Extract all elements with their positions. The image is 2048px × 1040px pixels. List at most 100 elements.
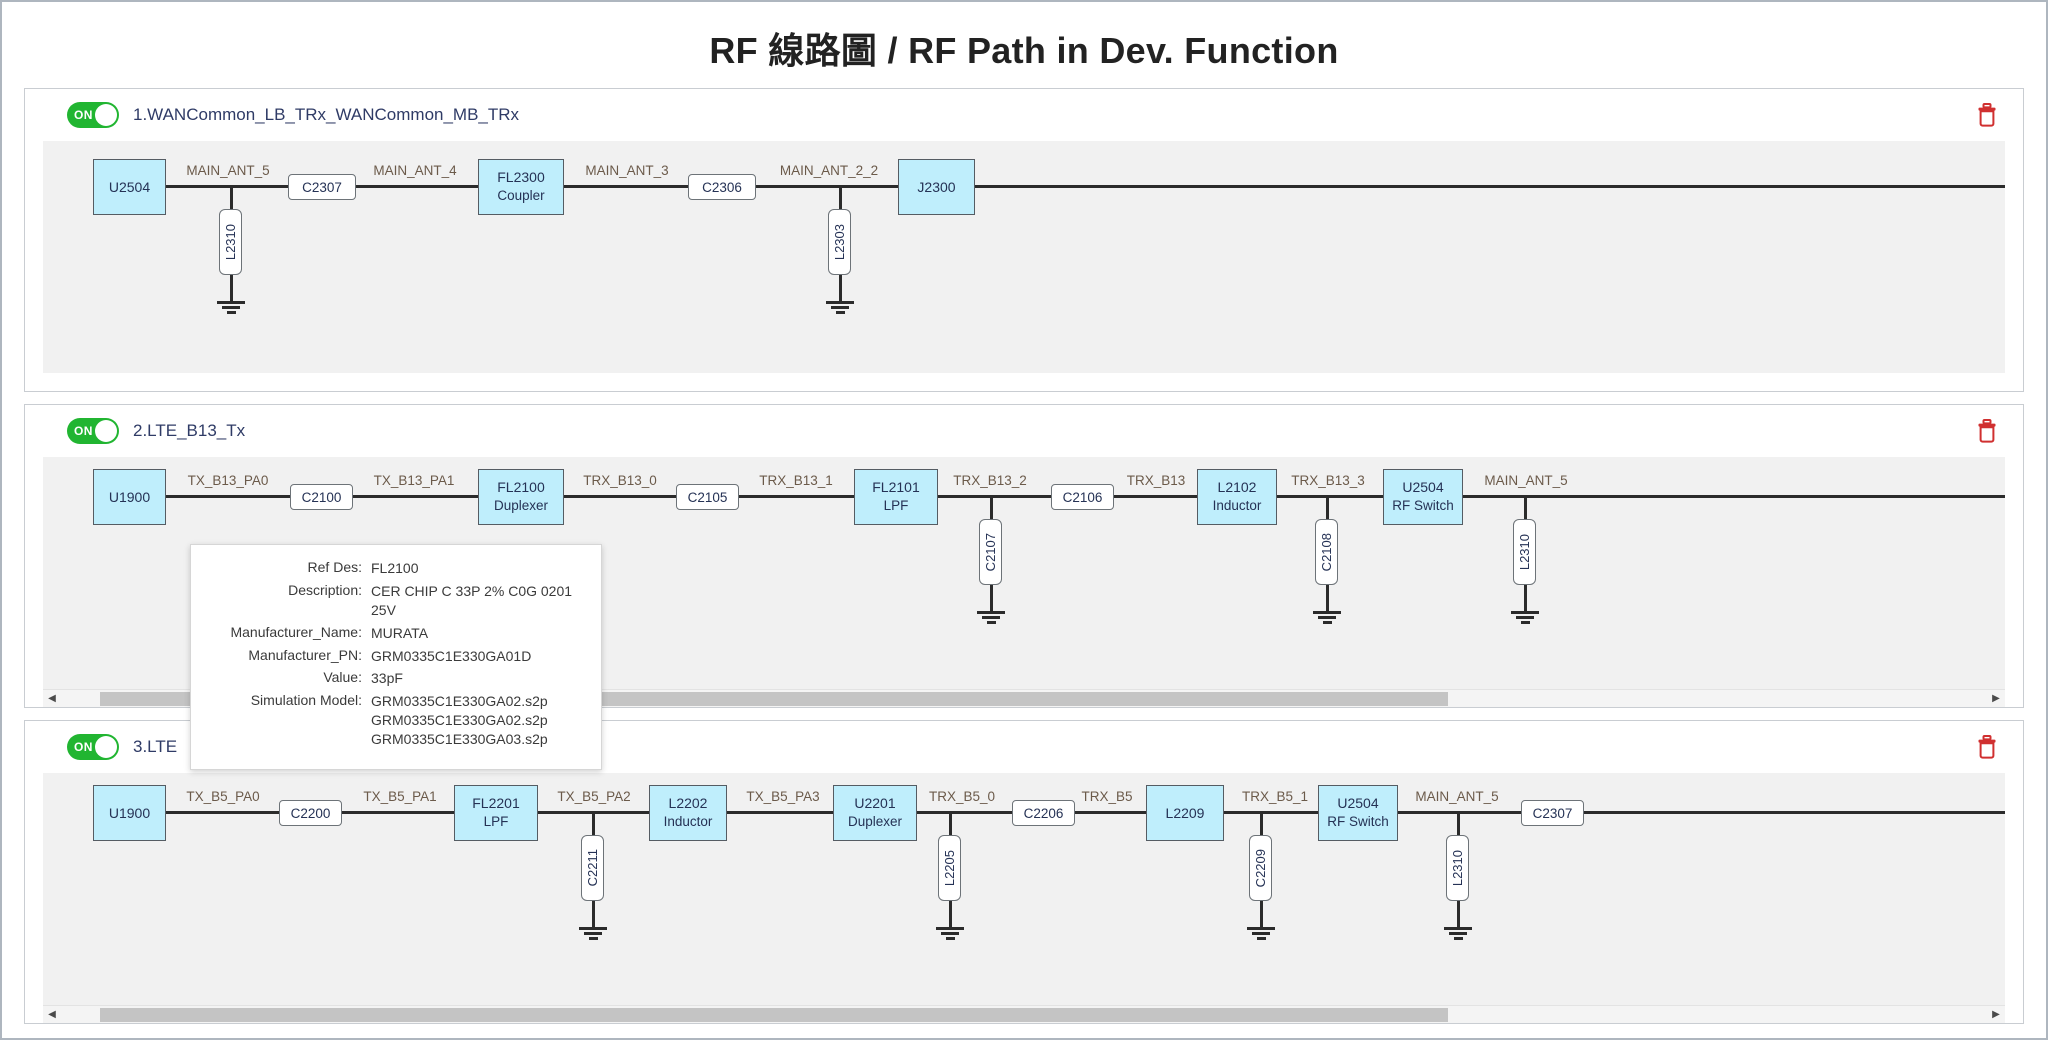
- shunt-refdes: C2107: [983, 532, 998, 572]
- net-label: TX_B13_PA1: [373, 473, 455, 488]
- component-type: Duplexer: [493, 498, 549, 514]
- tooltip-value-line: CER CHIP C 33P 2% C0G 0201: [371, 582, 573, 599]
- toggle-knob: [95, 104, 117, 126]
- net-label: MAIN_ANT_5: [186, 163, 270, 178]
- net-label: MAIN_ANT_5: [1484, 473, 1568, 488]
- scroll-left-arrow-icon[interactable]: ◀: [48, 1009, 56, 1020]
- ic-component-U1900[interactable]: U1900: [93, 469, 166, 525]
- component-type: Inductor: [663, 814, 713, 830]
- tooltip-row: Manufacturer_Name:MURATA: [203, 624, 585, 643]
- tooltip-row: Ref Des: FL2100: [203, 559, 585, 578]
- component-type: LPF: [483, 814, 509, 830]
- shunt-wire: [1260, 811, 1263, 835]
- tooltip-value-line: GRM0335C1E330GA02.s2p: [371, 712, 548, 729]
- scroll-right-arrow-icon[interactable]: ▶: [1992, 1009, 2000, 1020]
- section-title-2: 2.LTE_B13_Tx: [133, 421, 246, 440]
- shunt-component-L2310[interactable]: L2310: [1446, 835, 1469, 901]
- passive-component-C2200[interactable]: C2200: [279, 800, 342, 826]
- horizontal-scrollbar-3[interactable]: ◀▶: [43, 1005, 2005, 1023]
- ground-symbol: [217, 301, 245, 316]
- shunt-refdes: L2205: [942, 849, 957, 887]
- toggle-state-label: ON: [74, 108, 93, 122]
- shunt-wire-lower: [230, 275, 233, 301]
- passive-component-C2100[interactable]: C2100: [290, 484, 353, 510]
- net-label: MAIN_ANT_5: [1415, 789, 1499, 804]
- ic-component-U1900[interactable]: U1900: [93, 785, 166, 841]
- shunt-component-L2310[interactable]: L2310: [1513, 519, 1536, 585]
- section-bottom-padding: [25, 373, 2023, 391]
- ground-symbol: [1511, 611, 1539, 626]
- shunt-component-L2205[interactable]: L2205: [938, 835, 961, 901]
- shunt-wire: [1524, 495, 1527, 519]
- shunt-component-C2108[interactable]: C2108: [1315, 519, 1338, 585]
- shunt-refdes: L2310: [1450, 849, 1465, 887]
- tooltip-field-value: GRM0335C1E330GA01D: [371, 647, 531, 666]
- component-refdes: FL2201: [472, 795, 520, 812]
- tooltip-value-line: 33pF: [371, 670, 403, 687]
- section-toggle-1[interactable]: ON: [67, 102, 119, 128]
- section-toggle-2[interactable]: ON: [67, 418, 119, 444]
- shunt-refdes: L2310: [1517, 533, 1532, 571]
- delete-section-button[interactable]: [1973, 733, 2001, 761]
- delete-section-button[interactable]: [1973, 101, 2001, 129]
- shunt-wire-lower: [839, 275, 842, 301]
- scroll-right-arrow-icon[interactable]: ▶: [1992, 693, 2000, 704]
- section-title-3: 3.LTE: [133, 737, 178, 756]
- component-refdes: U1900: [108, 488, 151, 505]
- tooltip-value-line: GRM0335C1E330GA02.s2p: [371, 693, 548, 710]
- tooltip-field-label: Simulation Model:: [250, 692, 362, 709]
- shunt-component-L2310[interactable]: L2310: [219, 209, 242, 275]
- tooltip-row: Manufacturer_PN:GRM0335C1E330GA01D: [203, 647, 585, 666]
- ic-component-U2504[interactable]: U2504: [93, 159, 166, 215]
- shunt-component-C2211[interactable]: C2211: [581, 835, 604, 901]
- scrollbar-track[interactable]: [61, 1007, 1987, 1022]
- shunt-component-C2107[interactable]: C2107: [979, 519, 1002, 585]
- scroll-left-arrow-icon[interactable]: ◀: [48, 693, 56, 704]
- ic-component-J2300[interactable]: J2300: [898, 159, 975, 215]
- shunt-wire-lower: [949, 901, 952, 927]
- component-refdes: L2209: [1165, 804, 1205, 821]
- passive-component-C2206[interactable]: C2206: [1012, 800, 1075, 826]
- ground-symbol: [1444, 927, 1472, 942]
- ic-component-L2209[interactable]: L2209: [1146, 785, 1224, 841]
- shunt-component-C2209[interactable]: C2209: [1249, 835, 1272, 901]
- section-toggle-3[interactable]: ON: [67, 734, 119, 760]
- net-label: TRX_B5: [1081, 789, 1133, 804]
- component-refdes: U2504: [1402, 479, 1444, 496]
- component-refdes: U2504: [1337, 795, 1379, 812]
- passive-component-C2306[interactable]: C2306: [688, 174, 756, 200]
- net-label: MAIN_ANT_4: [373, 163, 457, 178]
- tooltip-field-label: Ref Des:: [307, 559, 362, 575]
- passive-component-C2307[interactable]: C2307: [288, 174, 356, 200]
- passive-component-C2106[interactable]: C2106: [1051, 484, 1114, 510]
- delete-section-button[interactable]: [1973, 417, 2001, 445]
- toggle-state-label: ON: [74, 424, 93, 438]
- component-refdes: U1900: [108, 804, 151, 821]
- tooltip-field-label: Value:: [323, 669, 362, 686]
- passive-component-C2307[interactable]: C2307: [1521, 800, 1584, 826]
- tooltip-value-line: FL2100: [371, 560, 419, 576]
- scrollbar-thumb[interactable]: [99, 1007, 1448, 1022]
- passive-component-C2105[interactable]: C2105: [676, 484, 739, 510]
- shunt-refdes: C2209: [1253, 848, 1268, 888]
- shunt-component-L2303[interactable]: L2303: [828, 209, 851, 275]
- shunt-wire-lower: [1457, 901, 1460, 927]
